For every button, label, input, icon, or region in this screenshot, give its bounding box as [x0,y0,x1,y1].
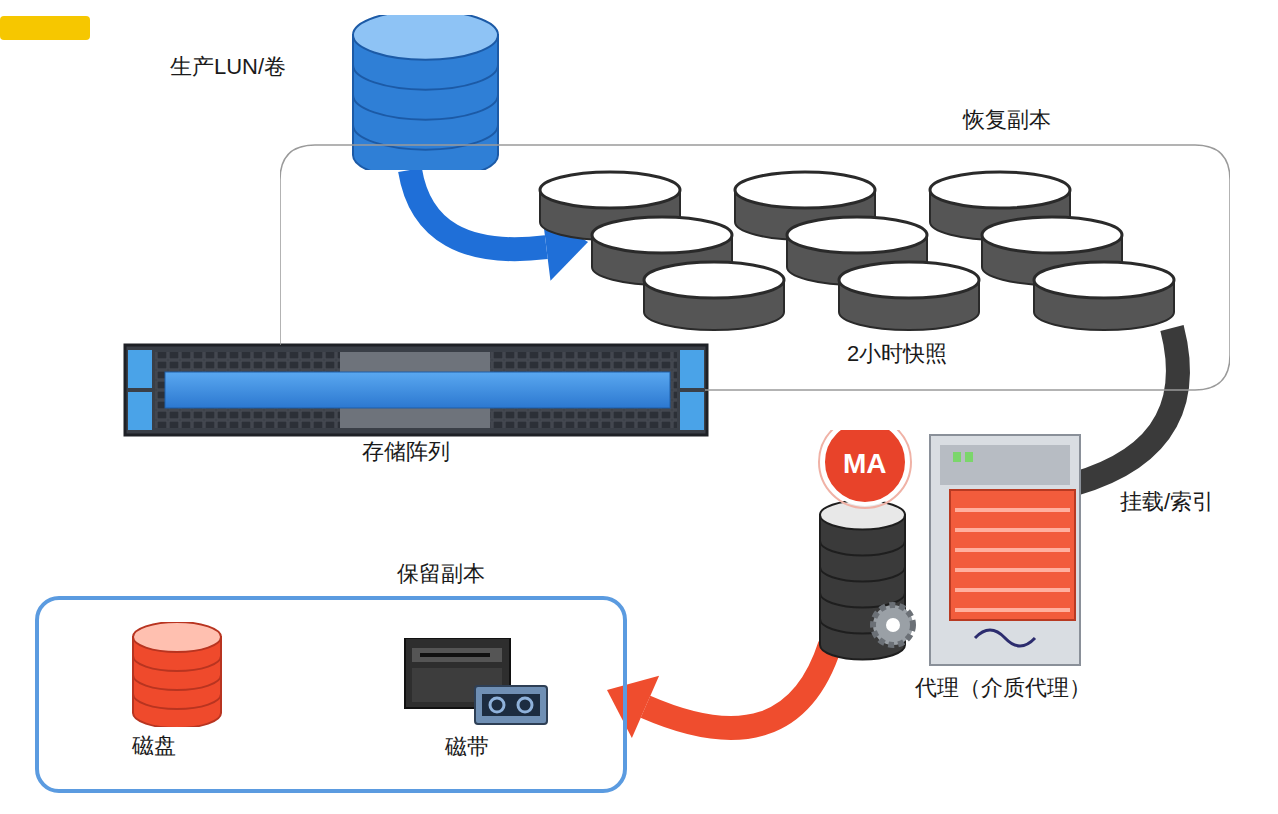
node-label: 磁带 [445,733,489,761]
media-agent-node: MA 代理（介质代理） [815,430,1145,710]
highlight-mark [0,16,90,40]
node-label: 保留副本 [397,560,485,588]
tape-node: 磁带 [400,638,560,768]
node-label: MA [843,448,887,480]
node-illustration [350,15,505,170]
disk-node: 磁盘 [120,622,230,767]
recovery-copy-region: 恢复副本 2小时快照 [280,100,1230,392]
node-illustration [280,100,1230,392]
node-sublabel: 2小时快照 [847,340,947,368]
retention-copy-box: 保留副本磁盘 磁带 [35,560,627,794]
storage-array [125,345,707,435]
node-label: 磁盘 [132,732,176,760]
node-illustration [400,638,560,730]
part-label: 存储阵列 [362,438,450,466]
node-label: 生产LUN/卷 [170,53,286,81]
node-illustration [128,622,228,727]
node-sublabel: 代理（介质代理） [915,674,1091,702]
edge-label: 挂载/索引 [1120,488,1214,516]
volume-node: 生产LUN/卷 [165,15,505,170]
flow-arrow [607,645,830,738]
node-label: 恢复副本 [963,106,1051,134]
node-illustration [35,560,627,794]
